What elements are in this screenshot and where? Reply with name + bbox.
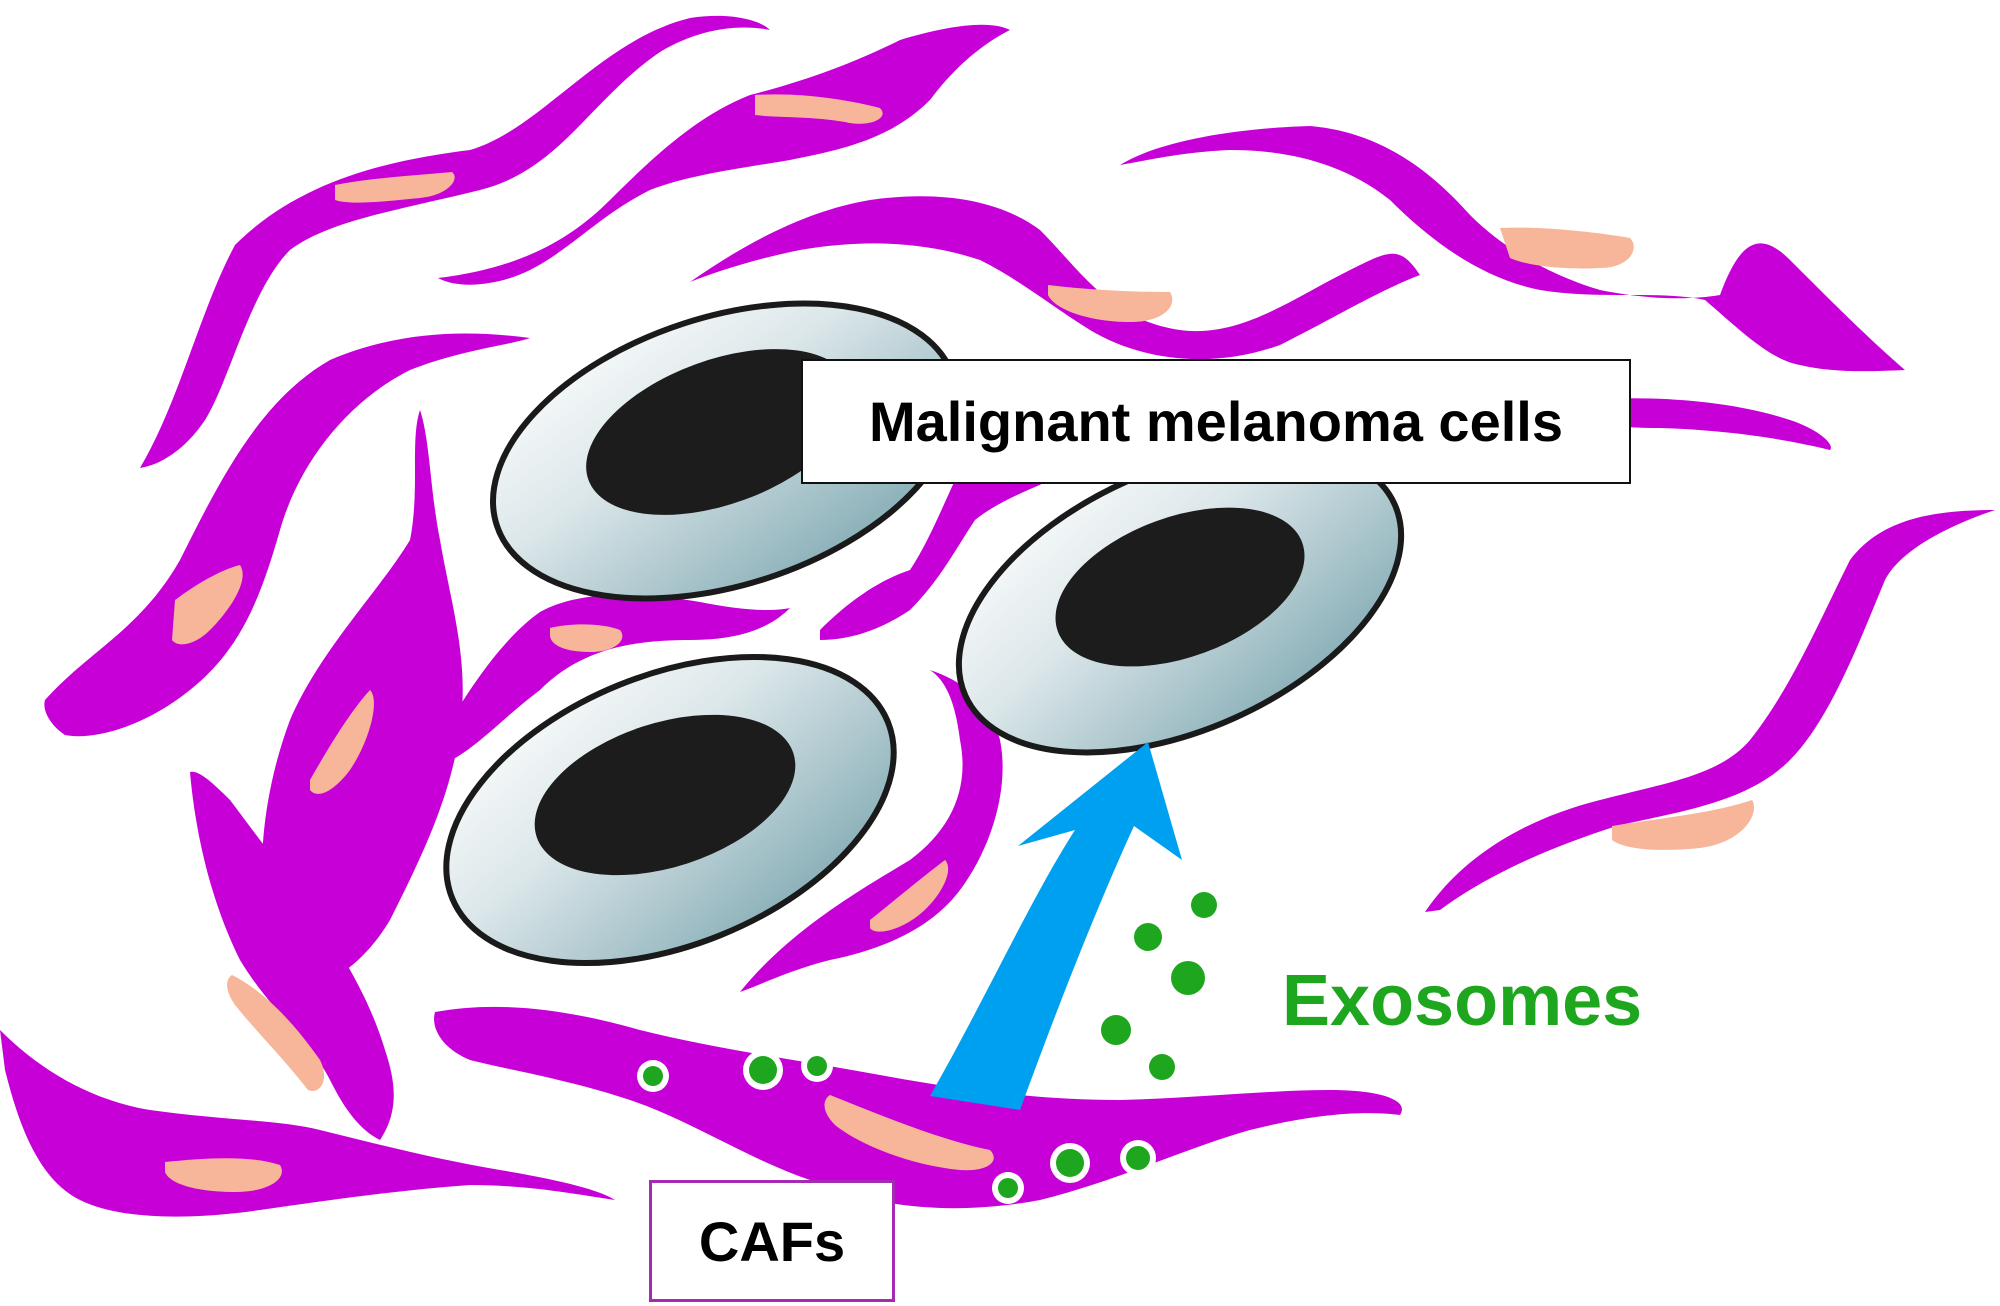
fibroblast-group xyxy=(0,15,1995,1217)
exosome-vesicle-icon xyxy=(637,1060,669,1092)
fibroblast-nucleus xyxy=(1500,227,1634,269)
fibroblast-cell xyxy=(428,594,790,765)
fibroblast-cell xyxy=(44,333,530,737)
fibroblast-nucleus xyxy=(310,690,374,794)
exosome-vesicle-icon xyxy=(743,1050,783,1090)
exosome-vesicle-icon xyxy=(1191,892,1217,918)
melanoma-cell-icon xyxy=(443,653,897,967)
fibroblast-cell xyxy=(1425,510,1995,912)
fibroblast-cell xyxy=(1120,126,1905,372)
exosome-vesicle-icon xyxy=(1149,1054,1175,1080)
exosome-vesicle-icon xyxy=(1171,961,1205,995)
fibroblast-nucleus xyxy=(550,624,623,652)
fibroblast-cell xyxy=(690,196,1420,360)
melanoma-cells-label: Malignant melanoma cells xyxy=(801,359,1631,484)
fibroblast-nucleus xyxy=(165,1158,282,1192)
fibroblast-cell xyxy=(740,670,1003,992)
fibroblast-nucleus xyxy=(227,975,325,1091)
exosome-vesicle-icon xyxy=(1050,1143,1090,1183)
fibroblast-cell xyxy=(140,15,770,468)
exosome-vesicle-icon xyxy=(992,1172,1024,1204)
melanoma-cell-group xyxy=(443,300,1405,967)
fibroblast-cell xyxy=(438,24,1010,285)
exosomes-label: Exosomes xyxy=(1282,961,1643,1041)
exosome-vesicle-icon xyxy=(1134,923,1162,951)
fibroblast-cell xyxy=(0,1030,615,1217)
cafs-label: CAFs xyxy=(649,1180,895,1302)
fibroblast-cell xyxy=(820,465,1050,640)
fibroblast-nucleus xyxy=(335,172,455,203)
fibroblast-nucleus xyxy=(172,565,243,645)
exosome-vesicle-icon xyxy=(1101,1015,1131,1045)
exosome-group-in-caf xyxy=(637,1050,1156,1204)
melanoma-cell-icon xyxy=(955,444,1405,756)
fibroblast-cell xyxy=(434,1006,1402,1209)
fibroblast-cell xyxy=(261,410,463,986)
exosome-group-free xyxy=(1101,892,1217,1080)
fibroblast-cell xyxy=(1580,398,1831,450)
fibroblast-nucleus xyxy=(824,1095,994,1171)
fibroblast-cell xyxy=(190,771,394,1140)
fibroblast-nucleus xyxy=(1048,285,1173,322)
fibroblast-nucleus xyxy=(1612,800,1755,850)
curved-arrow-icon xyxy=(930,742,1182,1110)
exosome-vesicle-icon xyxy=(801,1050,833,1082)
fibroblast-nucleus xyxy=(755,94,883,124)
exosome-vesicle-icon xyxy=(1120,1140,1156,1176)
fibroblast-nucleus xyxy=(870,860,949,932)
